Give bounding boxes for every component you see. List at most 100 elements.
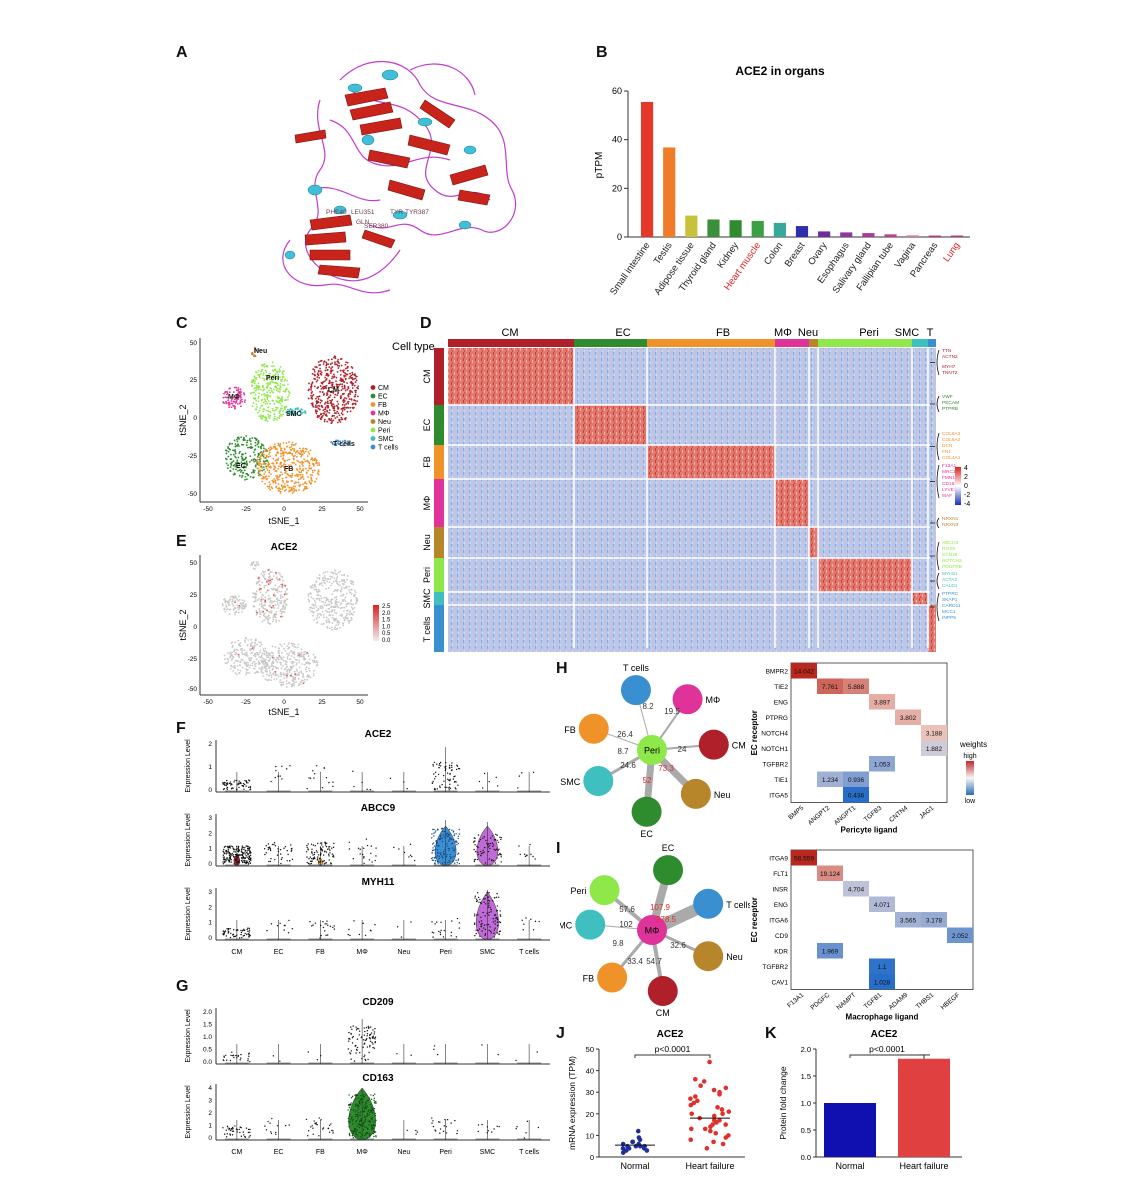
cell-point — [280, 675, 282, 678]
cell-point — [249, 455, 252, 458]
cell-point — [297, 408, 299, 411]
data-point — [693, 1094, 698, 1099]
cell-value: 0.936 — [848, 777, 865, 784]
cell-point — [238, 606, 241, 609]
cell-point — [269, 849, 272, 852]
cell-point — [246, 845, 248, 847]
node-circle — [578, 713, 609, 744]
cell-point — [306, 861, 308, 864]
cell-point — [443, 853, 445, 856]
cell-point — [494, 927, 496, 929]
gene-label: SKAP1 — [942, 597, 958, 603]
cell-point — [262, 466, 265, 469]
cell-point — [450, 931, 453, 934]
cell-point — [249, 934, 251, 937]
cell-point — [490, 932, 492, 934]
heatmap-block — [775, 445, 809, 479]
cell-point — [266, 929, 268, 932]
cell-point — [486, 842, 488, 845]
cell-point — [235, 934, 238, 936]
category-label: MΦ — [356, 1149, 368, 1156]
cell-point — [272, 654, 274, 657]
cell-point — [252, 476, 254, 479]
cell-point — [239, 396, 242, 399]
cell-point — [279, 573, 282, 576]
cell-point — [280, 667, 283, 670]
cell-point — [350, 1050, 352, 1052]
cell-point — [489, 930, 492, 933]
cell-point — [347, 617, 349, 620]
cell-point — [233, 405, 236, 407]
cell-point — [233, 856, 236, 858]
cell-point — [279, 661, 281, 664]
cell-point — [294, 474, 297, 477]
cell-point — [321, 606, 324, 609]
cell-point — [265, 454, 268, 457]
cell-point — [276, 418, 278, 421]
x-tick-label: 25 — [318, 506, 326, 513]
heatmap-block — [912, 405, 928, 445]
cell-point — [328, 603, 331, 606]
cell-point — [234, 398, 237, 400]
col-label: F13A1 — [786, 991, 805, 1009]
cell-point — [251, 405, 254, 407]
cell-point — [223, 402, 226, 405]
cell-point — [224, 610, 227, 613]
cell-point — [265, 581, 268, 583]
cell-point — [283, 447, 286, 450]
data-point — [717, 1089, 722, 1095]
cell-point — [472, 841, 475, 843]
cell-point — [236, 1057, 238, 1059]
cell-point — [248, 929, 251, 931]
cell-point — [438, 857, 441, 860]
cell-point — [433, 832, 435, 834]
cell-point — [236, 788, 238, 790]
cell-point — [343, 386, 346, 388]
y-tick-label: 0 — [208, 935, 212, 942]
cell-point — [310, 389, 312, 391]
cell-point — [268, 577, 271, 579]
cell-point — [249, 858, 252, 861]
cell-point — [277, 571, 280, 574]
data-point — [707, 1059, 712, 1065]
cell-point — [252, 355, 255, 358]
cell-point — [242, 935, 244, 937]
cell-point — [340, 588, 343, 591]
cell-point — [354, 1121, 357, 1123]
cell-point — [449, 764, 451, 767]
cell-point — [286, 452, 289, 455]
data-point — [689, 1111, 695, 1117]
cell-point — [362, 1124, 364, 1127]
cell-point — [269, 402, 271, 405]
cell-point — [327, 1127, 329, 1130]
cell-point — [264, 647, 267, 650]
cell-point — [240, 1135, 243, 1137]
cell-point — [238, 860, 240, 862]
cell-point — [325, 619, 328, 622]
cell-point — [299, 413, 302, 416]
cell-point — [481, 1123, 483, 1126]
cell-point — [294, 646, 297, 648]
cell-point — [436, 1053, 439, 1056]
cell-point — [227, 931, 230, 933]
cell-point — [281, 778, 283, 780]
cell-point — [237, 606, 239, 609]
cell-point — [356, 1125, 358, 1127]
cell-point — [226, 608, 229, 610]
cell-point — [273, 413, 276, 415]
cell-point — [253, 646, 256, 649]
data-point — [620, 1141, 626, 1147]
cell-point — [491, 900, 494, 902]
legend-gradient — [966, 761, 974, 795]
heatmap-block — [928, 479, 936, 527]
cell-point — [284, 650, 287, 652]
cell-point — [254, 642, 256, 644]
cell-point — [483, 851, 485, 853]
cell-point — [347, 1040, 350, 1042]
cell-point — [279, 443, 282, 445]
cell-point — [237, 466, 240, 469]
cell-point — [500, 854, 502, 856]
cell-point — [455, 840, 458, 842]
cell-point — [285, 673, 287, 676]
cell-point — [353, 1060, 356, 1062]
